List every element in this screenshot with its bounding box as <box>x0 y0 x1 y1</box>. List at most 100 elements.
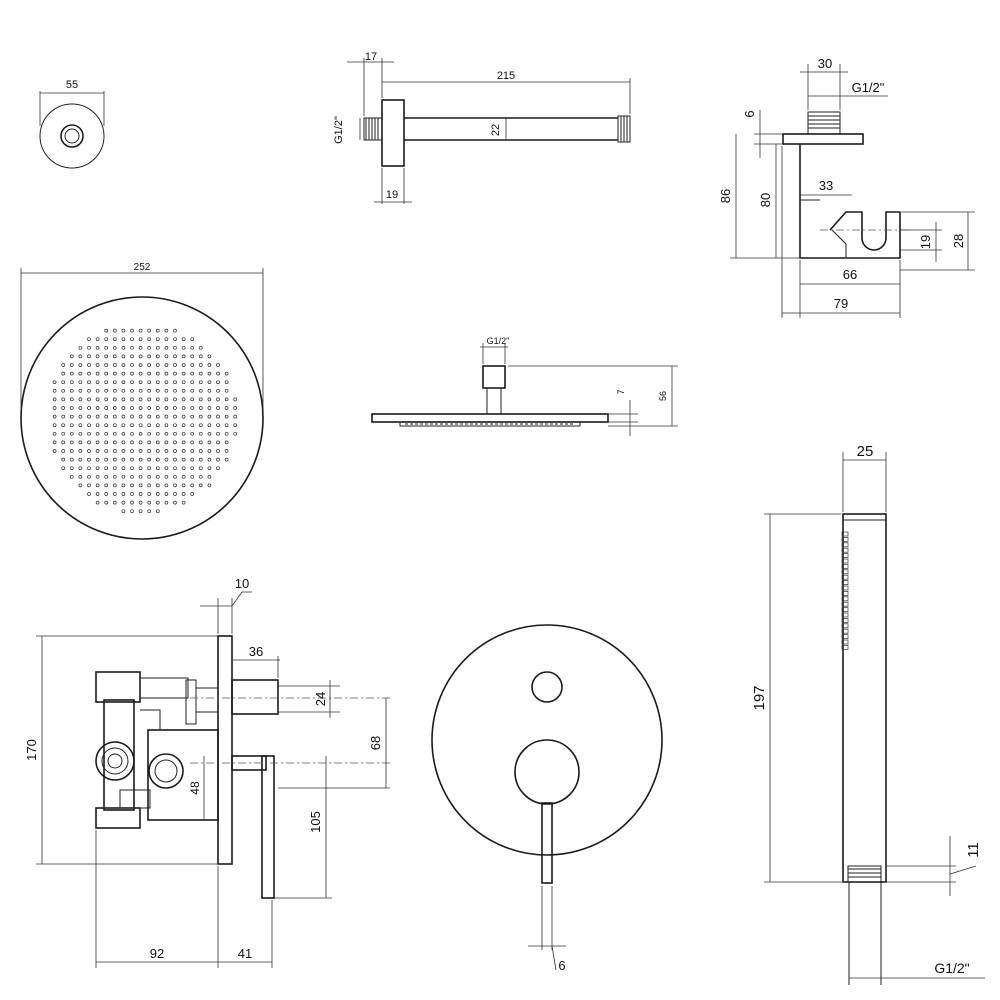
nozzle <box>207 388 212 393</box>
nozzle <box>147 414 152 419</box>
nozzle <box>78 431 83 436</box>
shower-head-side-view: G1/2" 7 56 <box>371 336 678 436</box>
nozzle <box>155 371 160 376</box>
nozzle <box>69 388 74 393</box>
nozzle <box>207 474 212 479</box>
nozzle <box>190 380 195 385</box>
nozzle <box>121 363 126 367</box>
nozzle <box>69 466 74 471</box>
nozzle <box>95 397 100 402</box>
hand-nozzle <box>841 585 849 591</box>
nozzle <box>130 457 134 462</box>
nozzle <box>164 466 169 471</box>
nozzle <box>198 380 203 385</box>
nozzle <box>173 345 177 350</box>
nozzle <box>95 371 100 376</box>
nozzle <box>173 492 177 496</box>
dim-mixer-92: 92 <box>150 946 164 961</box>
nozzle <box>112 414 117 419</box>
nozzle <box>198 406 203 410</box>
wall-holder-side-view: 30 G1/2" 6 86 80 33 28 19 66 79 <box>718 56 975 318</box>
nozzle <box>147 345 152 350</box>
nozzle <box>69 406 74 410</box>
nozzle <box>104 380 109 385</box>
dim-head-7: 7 <box>616 389 626 394</box>
nozzle <box>207 440 212 445</box>
ceiling-flange-top-view: 55 <box>39 79 105 169</box>
nozzle <box>190 492 195 496</box>
nozzle <box>87 449 91 453</box>
hand-nozzle <box>841 569 849 575</box>
nozzle <box>138 388 143 393</box>
nozzle <box>95 449 100 453</box>
dim-arm-215: 215 <box>497 70 515 82</box>
nozzle <box>104 457 109 462</box>
nozzle <box>190 466 195 471</box>
nozzle <box>78 483 83 488</box>
nozzle <box>181 345 186 350</box>
nozzle <box>87 397 91 402</box>
nozzle <box>190 457 195 462</box>
nozzle <box>104 354 109 359</box>
dim-front-6: 6 <box>558 958 565 973</box>
nozzle <box>198 483 203 488</box>
nozzle <box>173 363 177 367</box>
nozzle <box>69 397 74 402</box>
nozzle <box>95 483 100 488</box>
dim-holder-33: 33 <box>819 178 833 193</box>
nozzle <box>207 406 212 410</box>
nozzle <box>130 397 134 402</box>
nozzle <box>95 423 100 428</box>
nozzle <box>155 466 160 471</box>
nozzle <box>69 423 74 428</box>
nozzle <box>138 457 143 462</box>
nozzle <box>147 371 152 376</box>
nozzle <box>147 466 152 471</box>
hand-nozzle <box>841 628 849 634</box>
nozzle <box>216 371 220 376</box>
nozzle <box>112 431 117 436</box>
nozzle <box>121 500 126 505</box>
nozzle <box>69 371 74 376</box>
nozzle <box>164 354 169 359</box>
nozzle <box>147 388 152 393</box>
nozzle <box>138 328 143 333</box>
nozzle <box>207 371 212 376</box>
nozzle <box>69 449 74 453</box>
nozzle <box>104 414 109 419</box>
nozzle <box>61 363 66 367</box>
nozzle <box>138 354 143 359</box>
nozzle <box>95 492 100 496</box>
nozzle <box>147 423 152 428</box>
nozzle <box>95 474 100 479</box>
nozzle <box>112 380 117 385</box>
hand-shower-side-view: 25 197 11 G1/2" <box>751 443 985 985</box>
nozzle <box>112 328 117 333</box>
dim-head-252: 252 <box>134 262 151 273</box>
nozzle <box>198 354 203 359</box>
nozzle <box>112 440 117 445</box>
nozzle <box>87 354 91 359</box>
nozzle <box>104 474 109 479</box>
nozzle <box>87 388 91 393</box>
hand-nozzle <box>841 537 849 542</box>
mixer-front-view: 6 <box>431 624 663 973</box>
nozzle <box>190 371 195 376</box>
nozzle <box>61 457 66 462</box>
nozzle <box>78 406 83 410</box>
nozzle <box>164 449 169 453</box>
nozzle <box>216 431 220 436</box>
nozzle <box>52 406 57 410</box>
nozzle <box>224 449 229 453</box>
nozzle <box>233 397 238 402</box>
nozzle <box>155 337 160 342</box>
nozzle <box>121 345 126 350</box>
hand-nozzle <box>841 601 849 607</box>
nozzle <box>155 449 160 453</box>
nozzle <box>138 492 143 496</box>
nozzle <box>155 380 160 385</box>
nozzle <box>190 345 195 350</box>
nozzle <box>104 345 109 350</box>
nozzle <box>130 474 134 479</box>
nozzle <box>190 440 195 445</box>
